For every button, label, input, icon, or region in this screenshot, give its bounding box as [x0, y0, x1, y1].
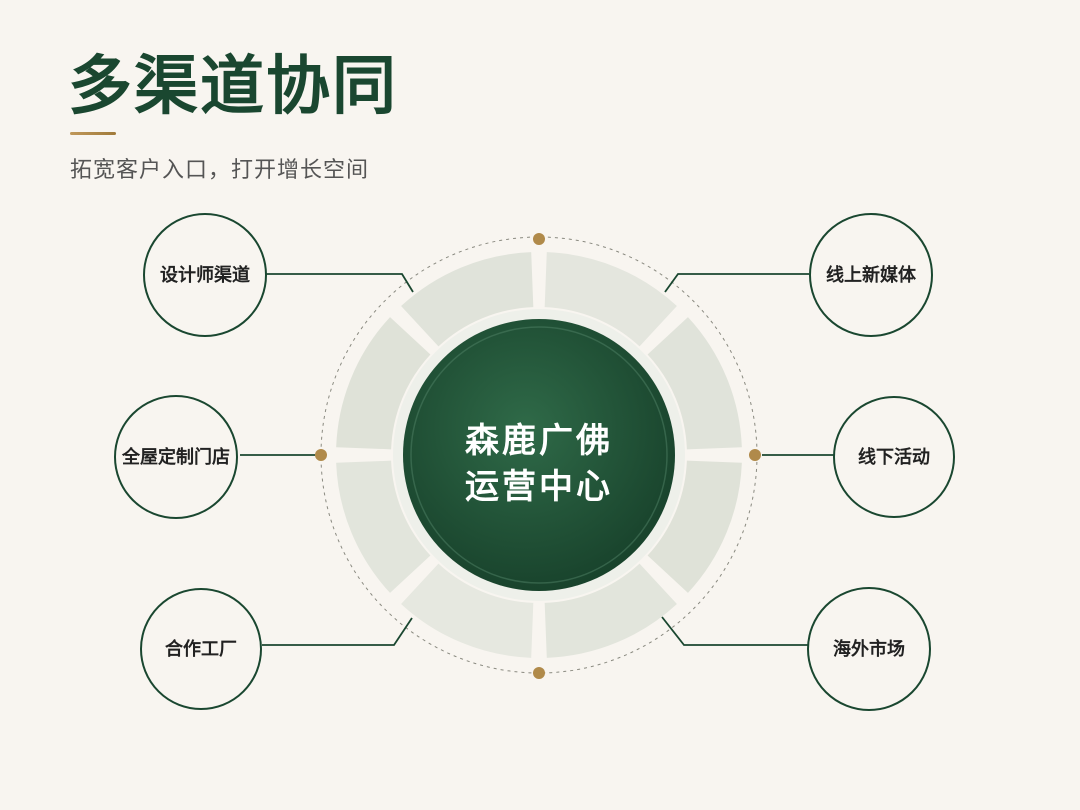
channel-node-store [114, 395, 238, 519]
channel-label-online: 线上新媒体 [826, 264, 917, 286]
orbit-dot-bottom [533, 667, 545, 679]
orbit-dot-left [315, 449, 327, 461]
channel-node-online [809, 213, 933, 337]
ring-segment [336, 460, 431, 593]
channel-node-designer [143, 213, 267, 337]
ring-segment [401, 252, 534, 347]
channel-label-offline: 线下活动 [858, 446, 930, 468]
orbit-dot-right [749, 449, 761, 461]
hub-circle [403, 319, 675, 591]
page-subtitle: 拓宽客户入口，打开增长空间 [70, 158, 370, 183]
segmented-ring [336, 252, 742, 658]
ring-segment [544, 563, 677, 658]
hub-inner-ring [410, 326, 668, 584]
hub-line-2: 运营中心 [465, 467, 613, 507]
ring-segment [544, 252, 677, 347]
channel-label-store: 全屋定制门店 [121, 446, 230, 468]
channel-node-overseas [807, 587, 931, 711]
orbit-dot-top [533, 233, 545, 245]
channel-label-factory: 合作工厂 [165, 638, 237, 660]
channel-label-overseas: 海外市场 [833, 638, 905, 660]
ring-segment [336, 317, 431, 450]
hub-line-1: 森鹿广佛 [465, 421, 613, 461]
connector-designer [266, 273, 414, 293]
title-underline [70, 132, 116, 135]
connector-factory [262, 617, 413, 646]
channel-node-offline [833, 396, 955, 518]
channel-label-designer: 设计师渠道 [160, 264, 250, 286]
connector-online [664, 273, 809, 293]
connector-overseas [661, 616, 809, 646]
page-title: 多渠道协同 [68, 50, 398, 124]
ring-segment [647, 317, 742, 450]
ring-segment [647, 460, 742, 593]
channel-node-factory [140, 588, 262, 710]
ring-segment [401, 563, 534, 658]
